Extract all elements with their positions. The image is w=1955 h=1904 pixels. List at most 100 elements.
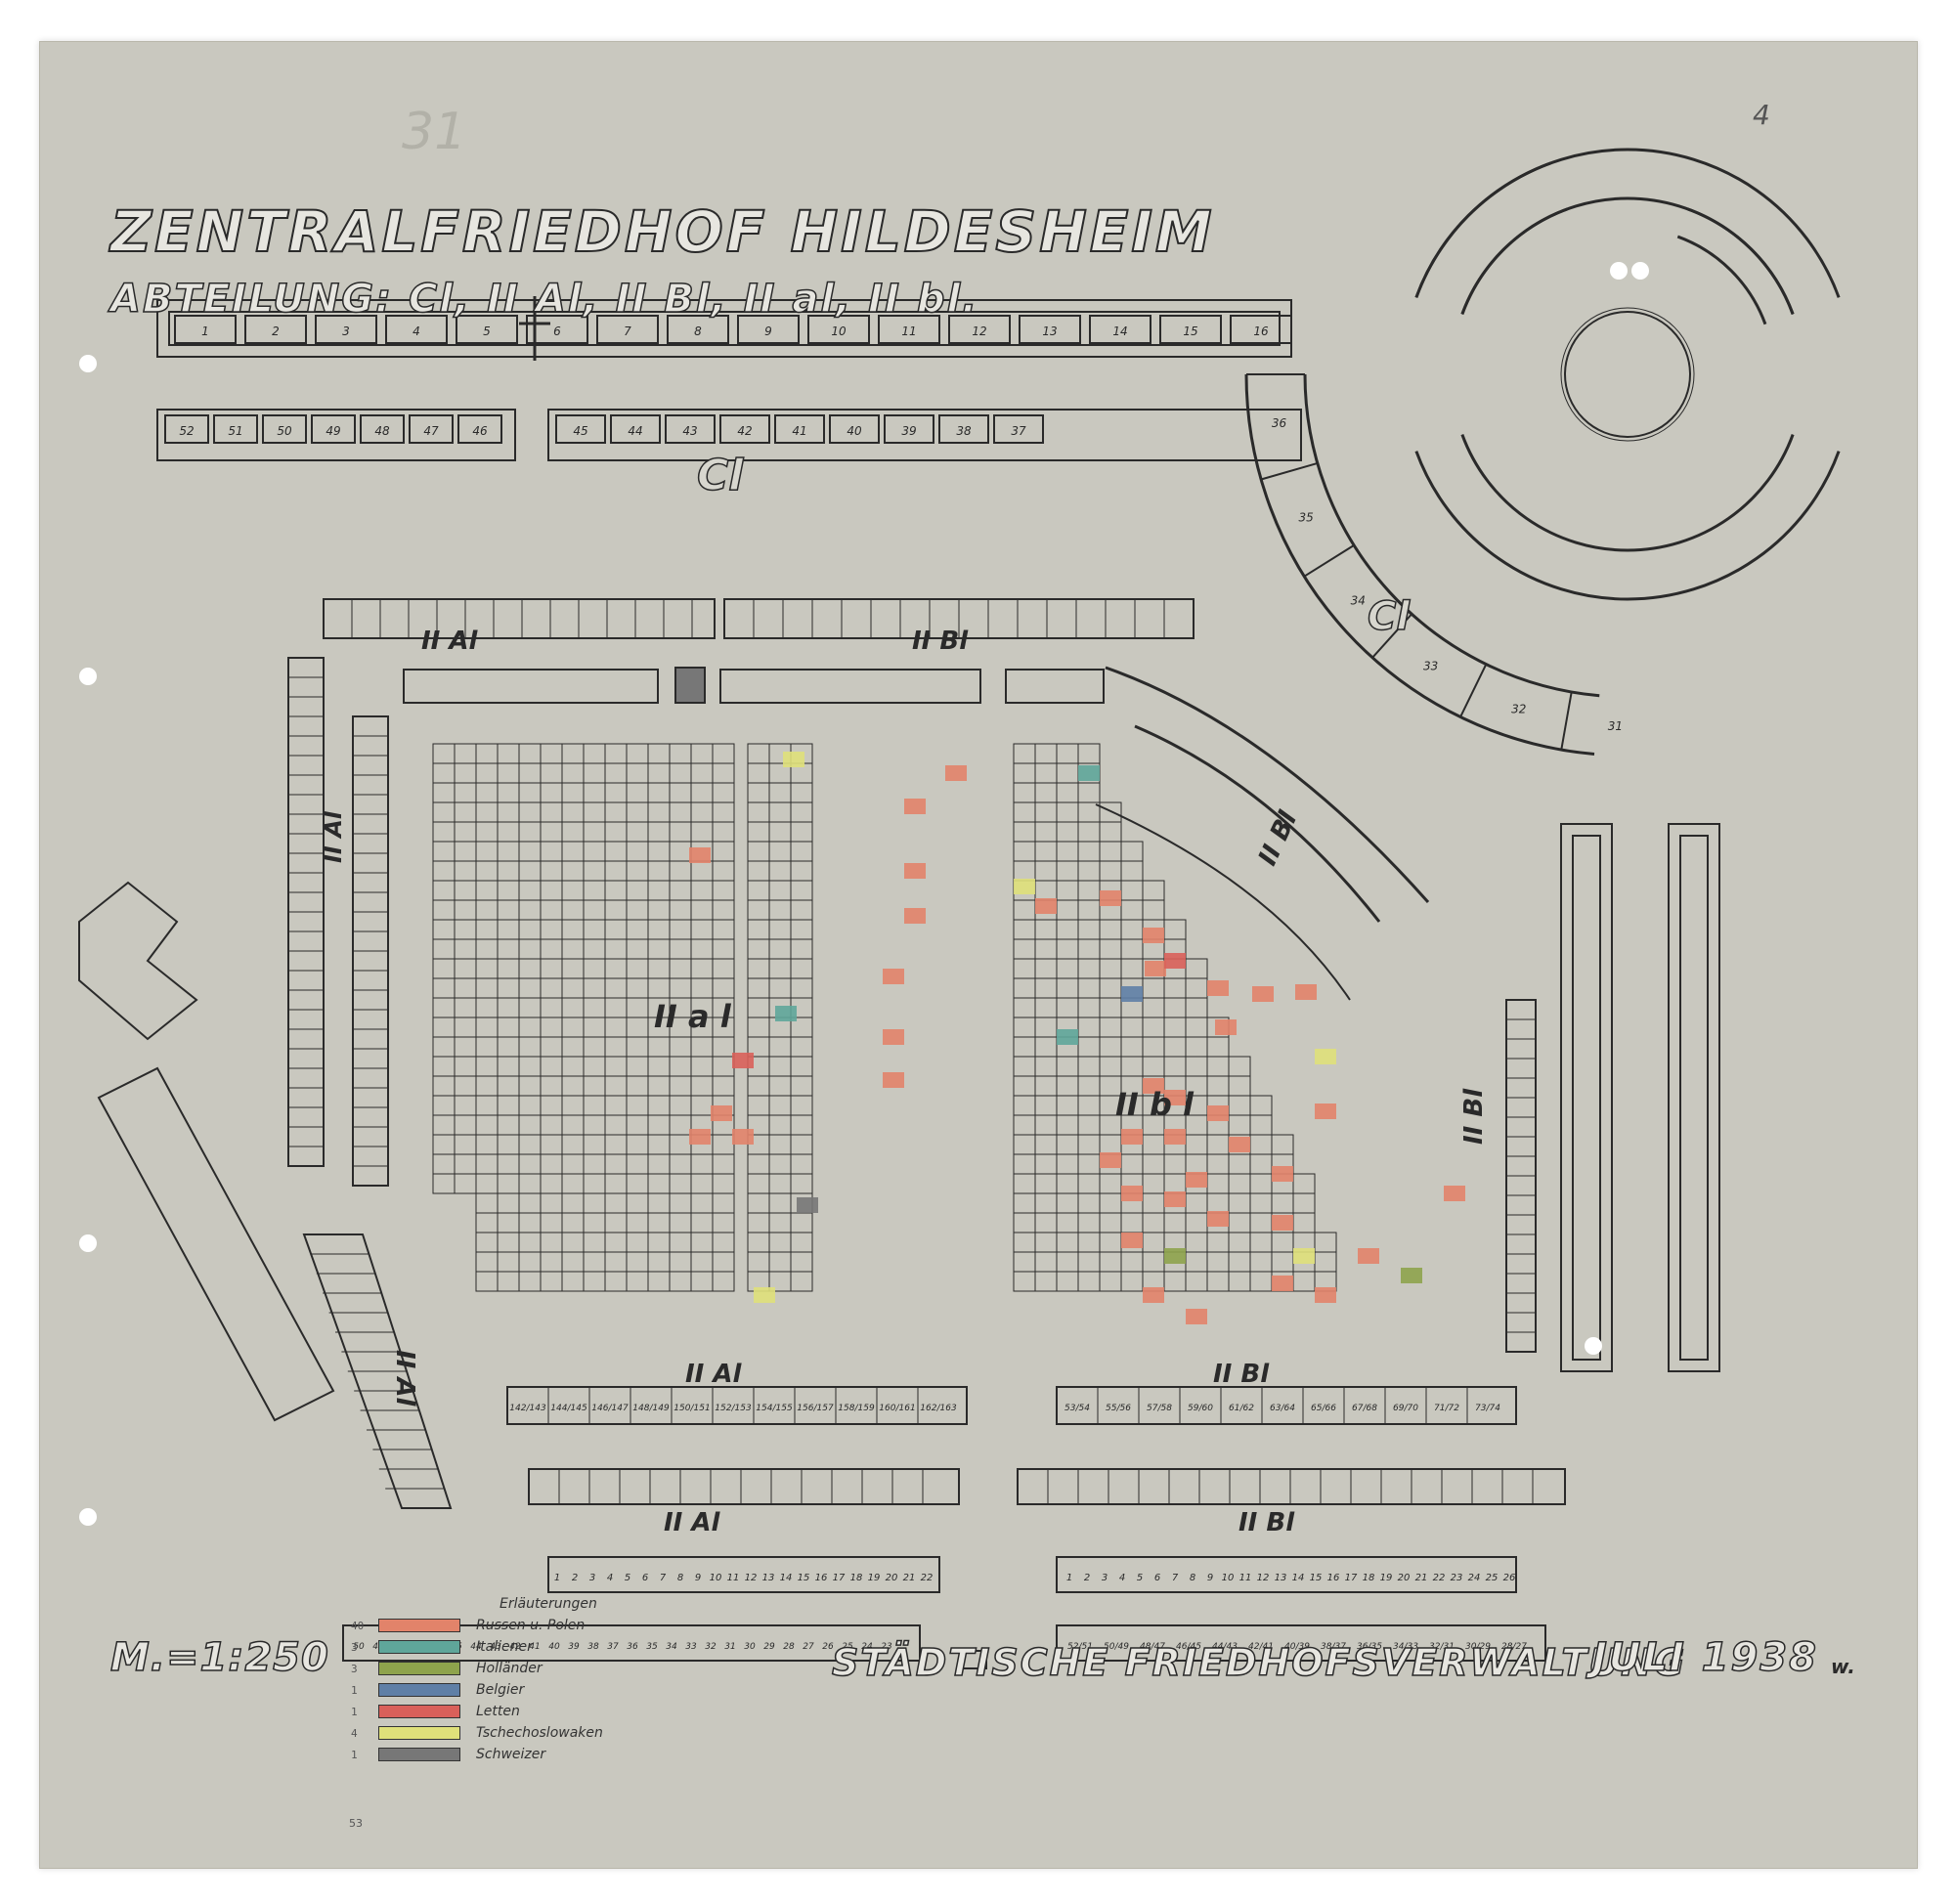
iibl-grid-plot	[1013, 958, 1036, 979]
iial-grid-plot	[540, 1134, 563, 1155]
iibl-grid-plot	[1249, 1153, 1273, 1175]
iial-grid-plot	[432, 1017, 456, 1038]
iial-grid-plot	[647, 1134, 671, 1155]
iial-grid-plot	[518, 782, 542, 803]
iibl-row-number: 6	[1154, 1573, 1160, 1583]
cl-top-plot	[456, 315, 518, 344]
punch-hole	[1610, 262, 1628, 280]
iial-grid-plot	[690, 938, 714, 960]
section-label-iial-left: II Al	[320, 810, 347, 863]
iial-grid-plot	[583, 1251, 606, 1273]
iial-grid-plot	[604, 880, 628, 901]
iibl-grid-plot	[1034, 1232, 1058, 1253]
iibl-grid-plot	[1185, 1271, 1208, 1292]
iial-grid-plot	[540, 1153, 563, 1175]
iibl-row-number: 23	[1451, 1573, 1463, 1583]
iibl-bottom-number: 59/60	[1188, 1404, 1213, 1413]
iial-grid-plot	[561, 1017, 585, 1038]
iial-grid-plot	[540, 821, 563, 843]
iibl-grid-plot	[1228, 1212, 1251, 1233]
iial-grid-plot	[454, 821, 477, 843]
iibl-grid-plot	[1099, 977, 1122, 999]
iial-grid-plot	[454, 1036, 477, 1058]
iial-top-strip	[323, 598, 716, 639]
legend-label: Tschechoslowaken	[476, 1725, 603, 1741]
iial-grid-plot	[583, 938, 606, 960]
iial-grid-plot	[690, 1192, 714, 1214]
iibl-grid-plot	[1099, 1017, 1122, 1038]
iial-base-number: 30	[744, 1642, 756, 1652]
iial-grid-plot	[604, 1075, 628, 1097]
iibl-grid-plot	[1056, 1192, 1079, 1214]
map-title: ZENTRALFRIEDHOF HILDESHEIM	[109, 197, 1215, 266]
iial-grid-plot	[690, 743, 714, 764]
iial-grid-plot	[583, 1153, 606, 1175]
iial-grid-plot	[475, 1017, 499, 1038]
iial-grid-east-plot	[790, 1036, 813, 1058]
iibl-row-number: 16	[1327, 1573, 1340, 1583]
iibl-grid-plot	[1099, 1251, 1122, 1273]
iial-grid-plot	[712, 919, 735, 940]
iial-grid-plot	[626, 977, 649, 999]
iibl-grid-plot	[1034, 841, 1058, 862]
section-label-cl-top: Cl	[696, 450, 744, 501]
iial-grid-plot	[604, 1114, 628, 1136]
iibl-grid-plot	[1142, 1212, 1165, 1233]
iibl-grid-plot	[1271, 1192, 1294, 1214]
iibl-grid-plot	[1056, 997, 1079, 1018]
cl-second-plot-number: 40	[847, 424, 862, 438]
cl-top-plot-number: 11	[901, 325, 916, 338]
iial-grid-plot	[669, 1095, 692, 1116]
iibl-grid-plot	[1013, 919, 1036, 940]
iibl-grid-plot	[1228, 1271, 1251, 1292]
iial-grid-plot	[497, 1173, 520, 1194]
iial-grid-east-plot	[768, 919, 792, 940]
iial-grid-plot	[626, 1192, 649, 1214]
iibl-grid-plot	[1077, 1134, 1101, 1155]
iial-grid-plot	[669, 958, 692, 979]
iial-grid-plot	[669, 919, 692, 940]
iial-grid-east-plot	[768, 860, 792, 882]
map-subtitle: ABTEILUNG: Cl, II Al, II Bl, II al, II b…	[109, 276, 979, 323]
iibl-grid-plot	[1056, 899, 1079, 921]
iial-grid-plot	[518, 1036, 542, 1058]
right-path-inner	[1572, 835, 1601, 1361]
iial-grid-plot	[475, 762, 499, 784]
iial-grid-plot	[669, 743, 692, 764]
iial-base-number: 31	[724, 1642, 735, 1652]
iial-grid-plot	[626, 1056, 649, 1077]
nationality-plot	[1401, 1268, 1422, 1283]
iibl-grid-plot	[1142, 1036, 1165, 1058]
cl-top-plot	[385, 315, 448, 344]
cl-second-plot	[719, 414, 770, 444]
iial-grid-plot	[712, 880, 735, 901]
iial-grid-east-plot	[768, 1056, 792, 1077]
cl-second-right-outline	[547, 409, 1302, 461]
iial-grid-plot	[540, 1056, 563, 1077]
nationality-plot	[1078, 765, 1100, 781]
iial-base-number: 33	[685, 1642, 697, 1652]
iibl-grid-plot	[1034, 801, 1058, 823]
iial-row-number: 20	[886, 1573, 898, 1583]
iial-grid-plot	[561, 782, 585, 803]
iial-grid-east-plot	[747, 1232, 770, 1253]
iibl-grid-plot	[1013, 899, 1036, 921]
iial-grid-plot	[669, 841, 692, 862]
cl-second-plot	[457, 414, 502, 444]
nationality-plot	[1207, 980, 1229, 996]
iibl-grid-plot	[1185, 1036, 1208, 1058]
iial-grid-plot	[647, 1251, 671, 1273]
iial-grid-plot	[626, 1212, 649, 1233]
iibl-grid-plot	[1077, 1173, 1101, 1194]
iial-grid-plot	[432, 1114, 456, 1136]
iial-grid-plot	[712, 1232, 735, 1253]
legend-label: Holländer	[476, 1661, 543, 1676]
iial-grid-plot	[454, 860, 477, 882]
iial-grid-plot	[497, 1192, 520, 1214]
iial-grid-east-plot	[768, 938, 792, 960]
iibl-grid-plot	[1077, 938, 1101, 960]
iial-grid-plot	[604, 1271, 628, 1292]
iibl-base-number: 44/43	[1212, 1642, 1238, 1652]
